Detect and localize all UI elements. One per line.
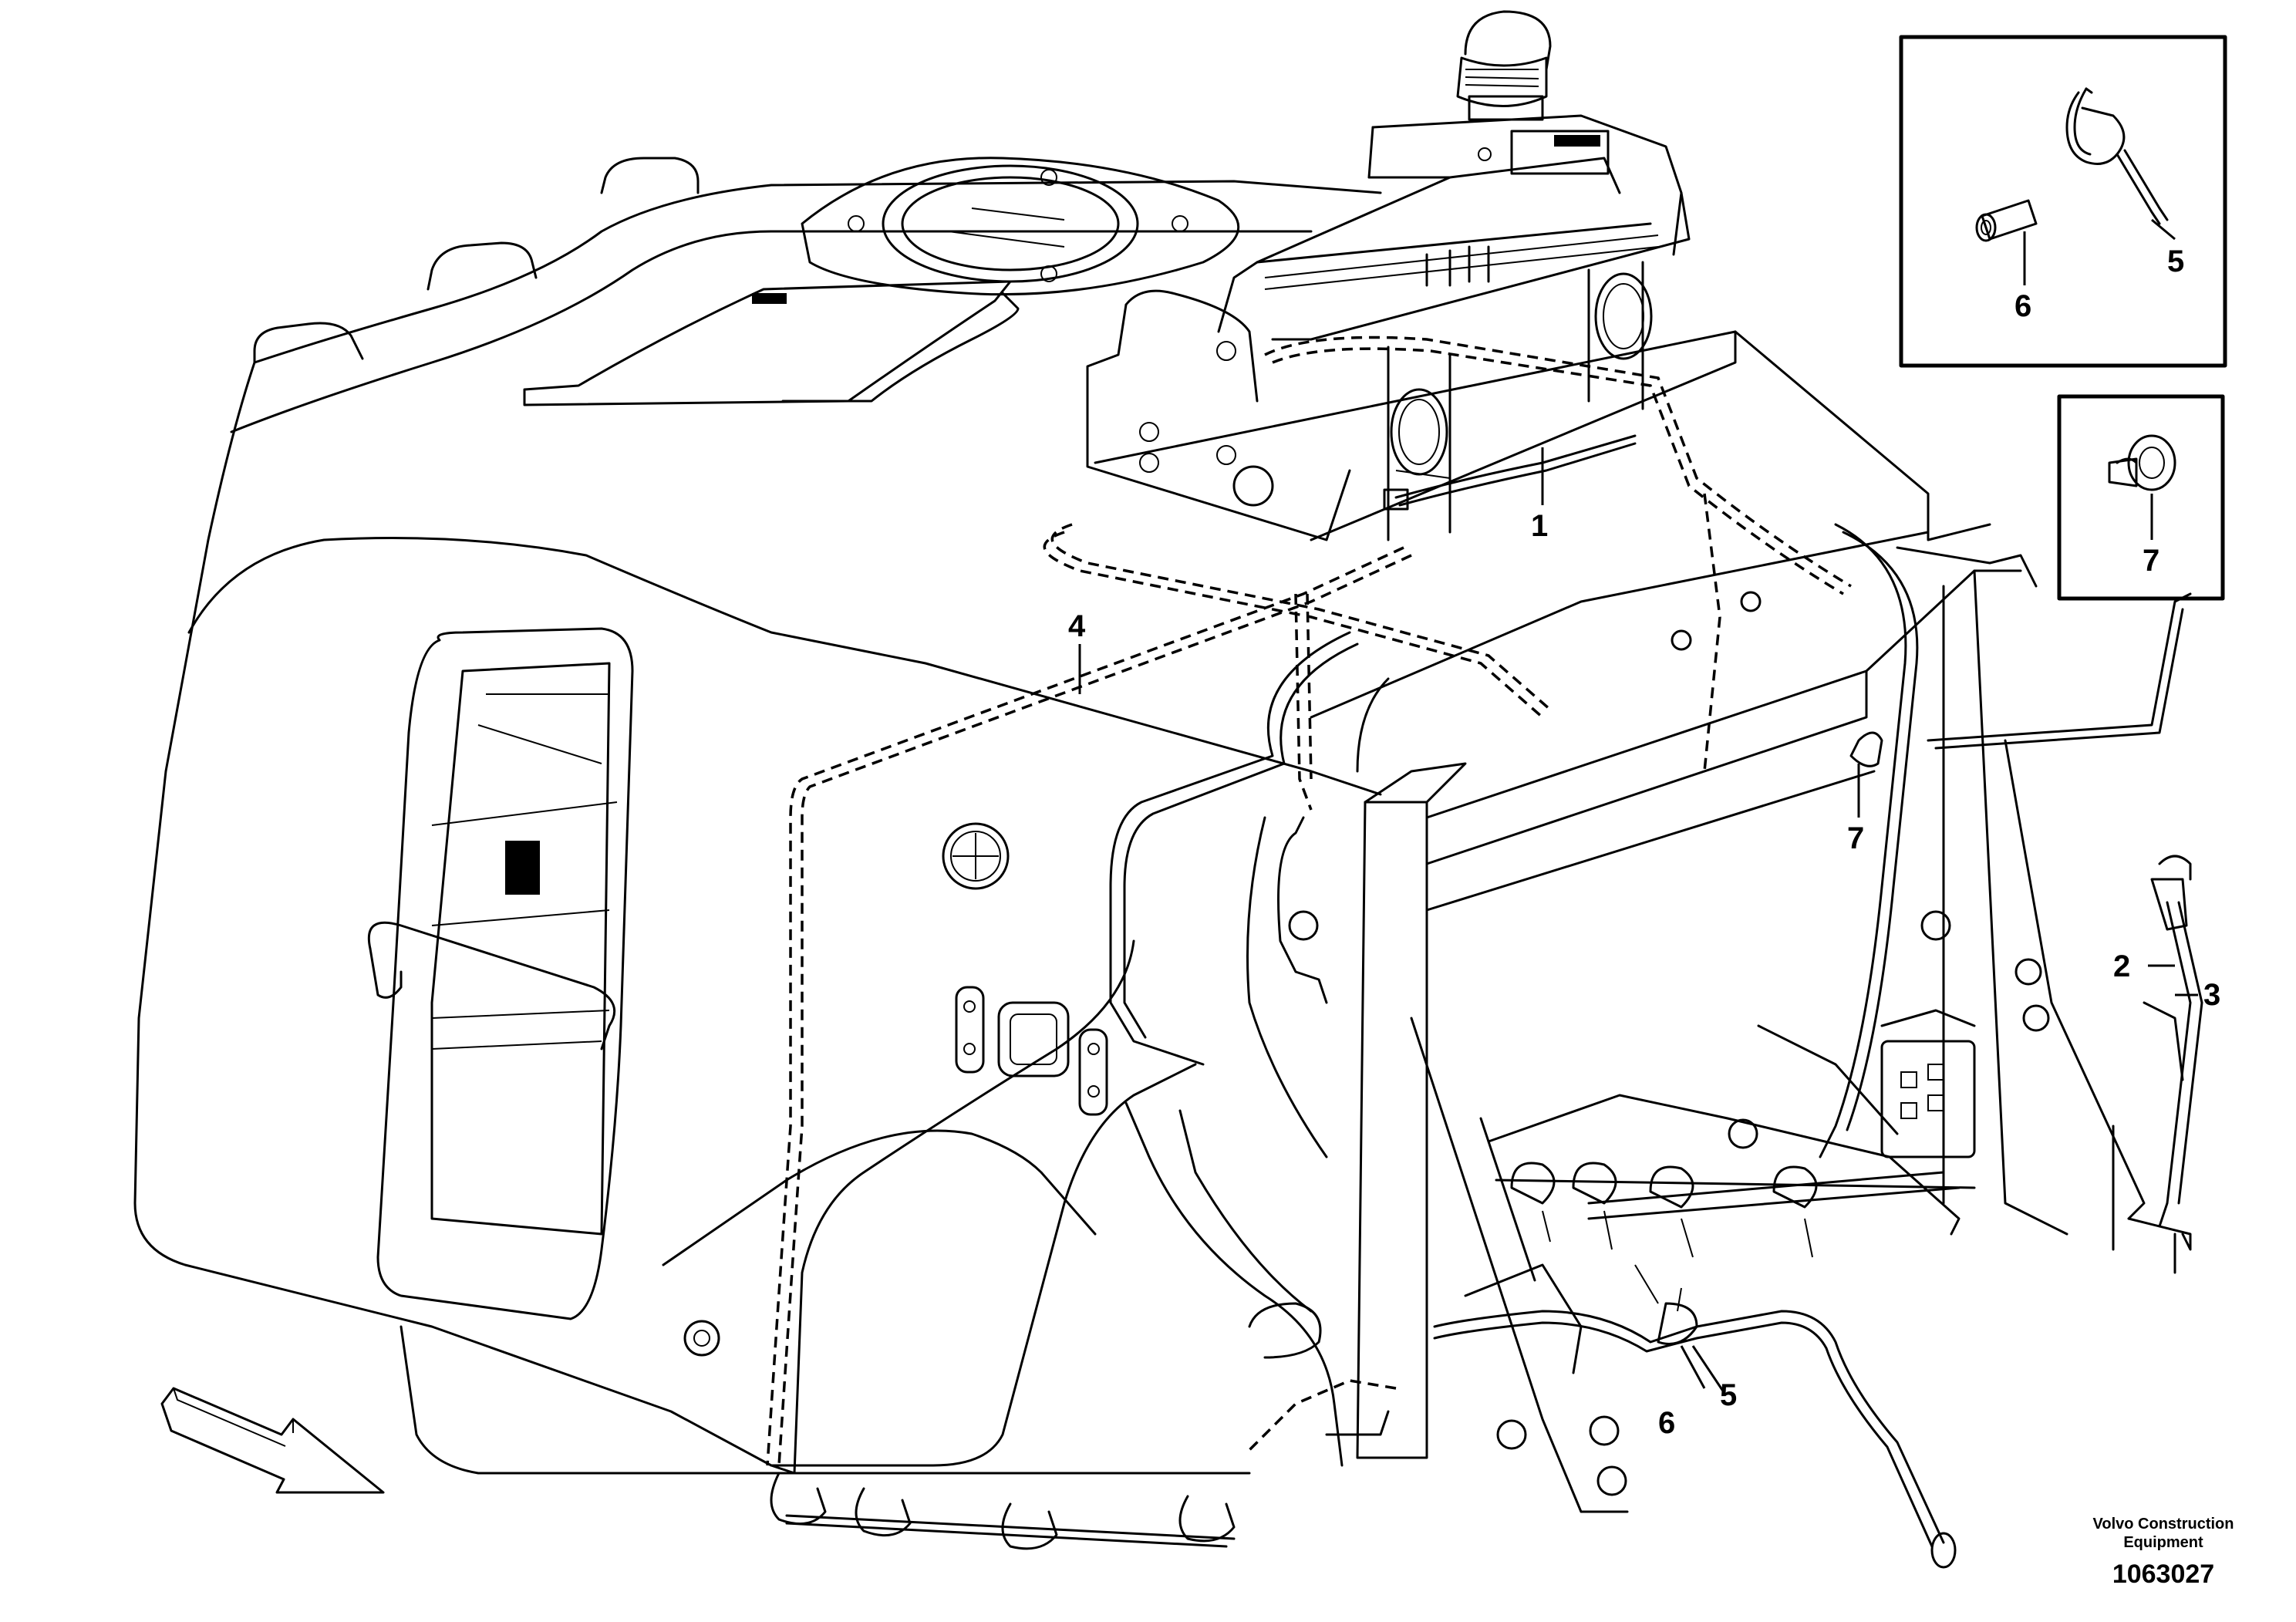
side-control-panel — [955, 986, 1108, 1116]
inset-box-cable-tie — [1899, 35, 2227, 368]
inset-box-grommet — [2057, 394, 2225, 601]
rear-frame — [1288, 330, 2192, 1513]
cable-assemblies — [770, 631, 2203, 1569]
document-number: 1063027 — [2112, 1560, 2214, 1589]
callout-labels: 1 4 7 2 3 5 6 5 6 7 — [1068, 244, 2220, 1440]
callout-5-main: 5 — [1720, 1378, 1737, 1412]
grommet-clip-icon — [2108, 434, 2176, 491]
light-assembly — [1086, 10, 1737, 541]
callout-inset-b-7: 7 — [2143, 544, 2159, 578]
cab-grille — [505, 841, 540, 895]
front-direction-arrow-icon — [160, 1387, 385, 1494]
mount-clamp-left — [1387, 346, 1451, 541]
title-block: Volvo Construction Equipment 1063027 — [2093, 1516, 2234, 1589]
beacon-lamp-icon — [1456, 10, 1552, 121]
cab-body — [133, 157, 1382, 1475]
callout-1: 1 — [1531, 509, 1548, 543]
cable-tie-row — [1495, 1162, 1976, 1258]
hatch-grille — [752, 293, 787, 304]
callout-4: 4 — [1068, 609, 1086, 643]
roof-vent-icon — [801, 157, 1240, 296]
callout-inset-a-6: 6 — [2014, 289, 2031, 323]
callout-3: 3 — [2203, 978, 2220, 1012]
credit-line-2: Equipment — [2123, 1534, 2203, 1551]
cable-tie-icon — [2065, 87, 2169, 225]
callout-7-main: 7 — [1847, 821, 1864, 855]
mount-clamp-right — [1587, 261, 1653, 410]
callout-6-main: 6 — [1658, 1406, 1675, 1440]
sleeve-icon — [1975, 199, 2038, 242]
callout-2: 2 — [2113, 949, 2130, 983]
leader-lines — [1078, 447, 2198, 1393]
credit-line-1: Volvo Construction — [2093, 1516, 2234, 1533]
callout-inset-a-5: 5 — [2167, 244, 2184, 278]
harness-dashed-routing — [766, 336, 1852, 1466]
side-access-port — [942, 822, 1010, 890]
